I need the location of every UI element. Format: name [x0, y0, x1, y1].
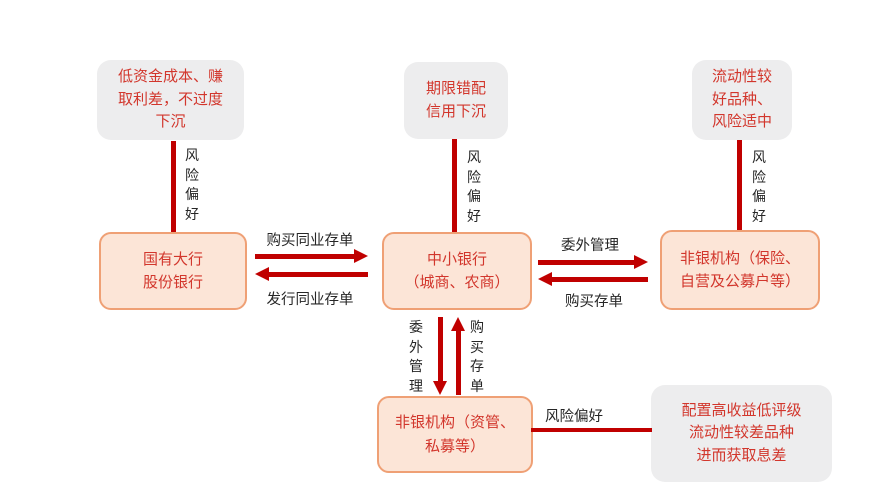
- note-nonbank-strategy: 流动性较 好品种、 风险适中: [692, 60, 792, 140]
- entity-nonbank-broad: 非银机构（保险、 自营及公募户等）: [660, 230, 820, 310]
- risk-pref-line-bottom: [531, 428, 652, 432]
- risk-pref-label-right: 风 险 偏 好: [752, 149, 766, 224]
- entity-nonbank-private: 非银机构（资管、 私募等）: [377, 396, 533, 473]
- label-buy-ncd: 购买存单: [565, 294, 623, 310]
- label-issue-interbank-ncd: 发行同业存单: [266, 292, 354, 308]
- risk-pref-line-right: [737, 140, 742, 230]
- arrow-outsource-down: [433, 317, 448, 395]
- risk-pref-line-left: [171, 141, 176, 232]
- label-outsourced-mgmt-vertical: 委 外 管 理: [409, 319, 423, 394]
- arrow-buy-ncd: [538, 272, 648, 287]
- arrow-issue-interbank-ncd: [255, 267, 368, 282]
- risk-pref-line-middle: [452, 139, 457, 232]
- arrow-buy-ncd-up: [451, 317, 466, 395]
- note-gov-bank-strategy: 低资金成本、赚 取利差，不过度 下沉: [97, 60, 244, 140]
- label-buy-interbank-ncd: 购买同业存单: [266, 233, 354, 249]
- risk-pref-label-middle: 风 险 偏 好: [467, 149, 481, 224]
- label-risk-pref-horizontal: 风险偏好: [545, 409, 603, 425]
- label-outsourced-mgmt: 委外管理: [561, 238, 619, 254]
- label-buy-ncd-vertical: 购 买 存 单: [470, 319, 484, 394]
- note-private-nonbank-strategy: 配置高收益低评级 流动性较差品种 进而获取息差: [651, 385, 832, 482]
- arrow-outsourced-mgmt: [538, 255, 648, 270]
- entity-small-bank: 中小银行 （城商、农商）: [382, 232, 532, 310]
- arrow-buy-interbank-ncd: [255, 249, 368, 264]
- risk-pref-label-left: 风 险 偏 好: [185, 147, 199, 222]
- entity-gov-bank: 国有大行 股份银行: [99, 232, 247, 310]
- note-small-bank-strategy: 期限错配 信用下沉: [404, 62, 508, 139]
